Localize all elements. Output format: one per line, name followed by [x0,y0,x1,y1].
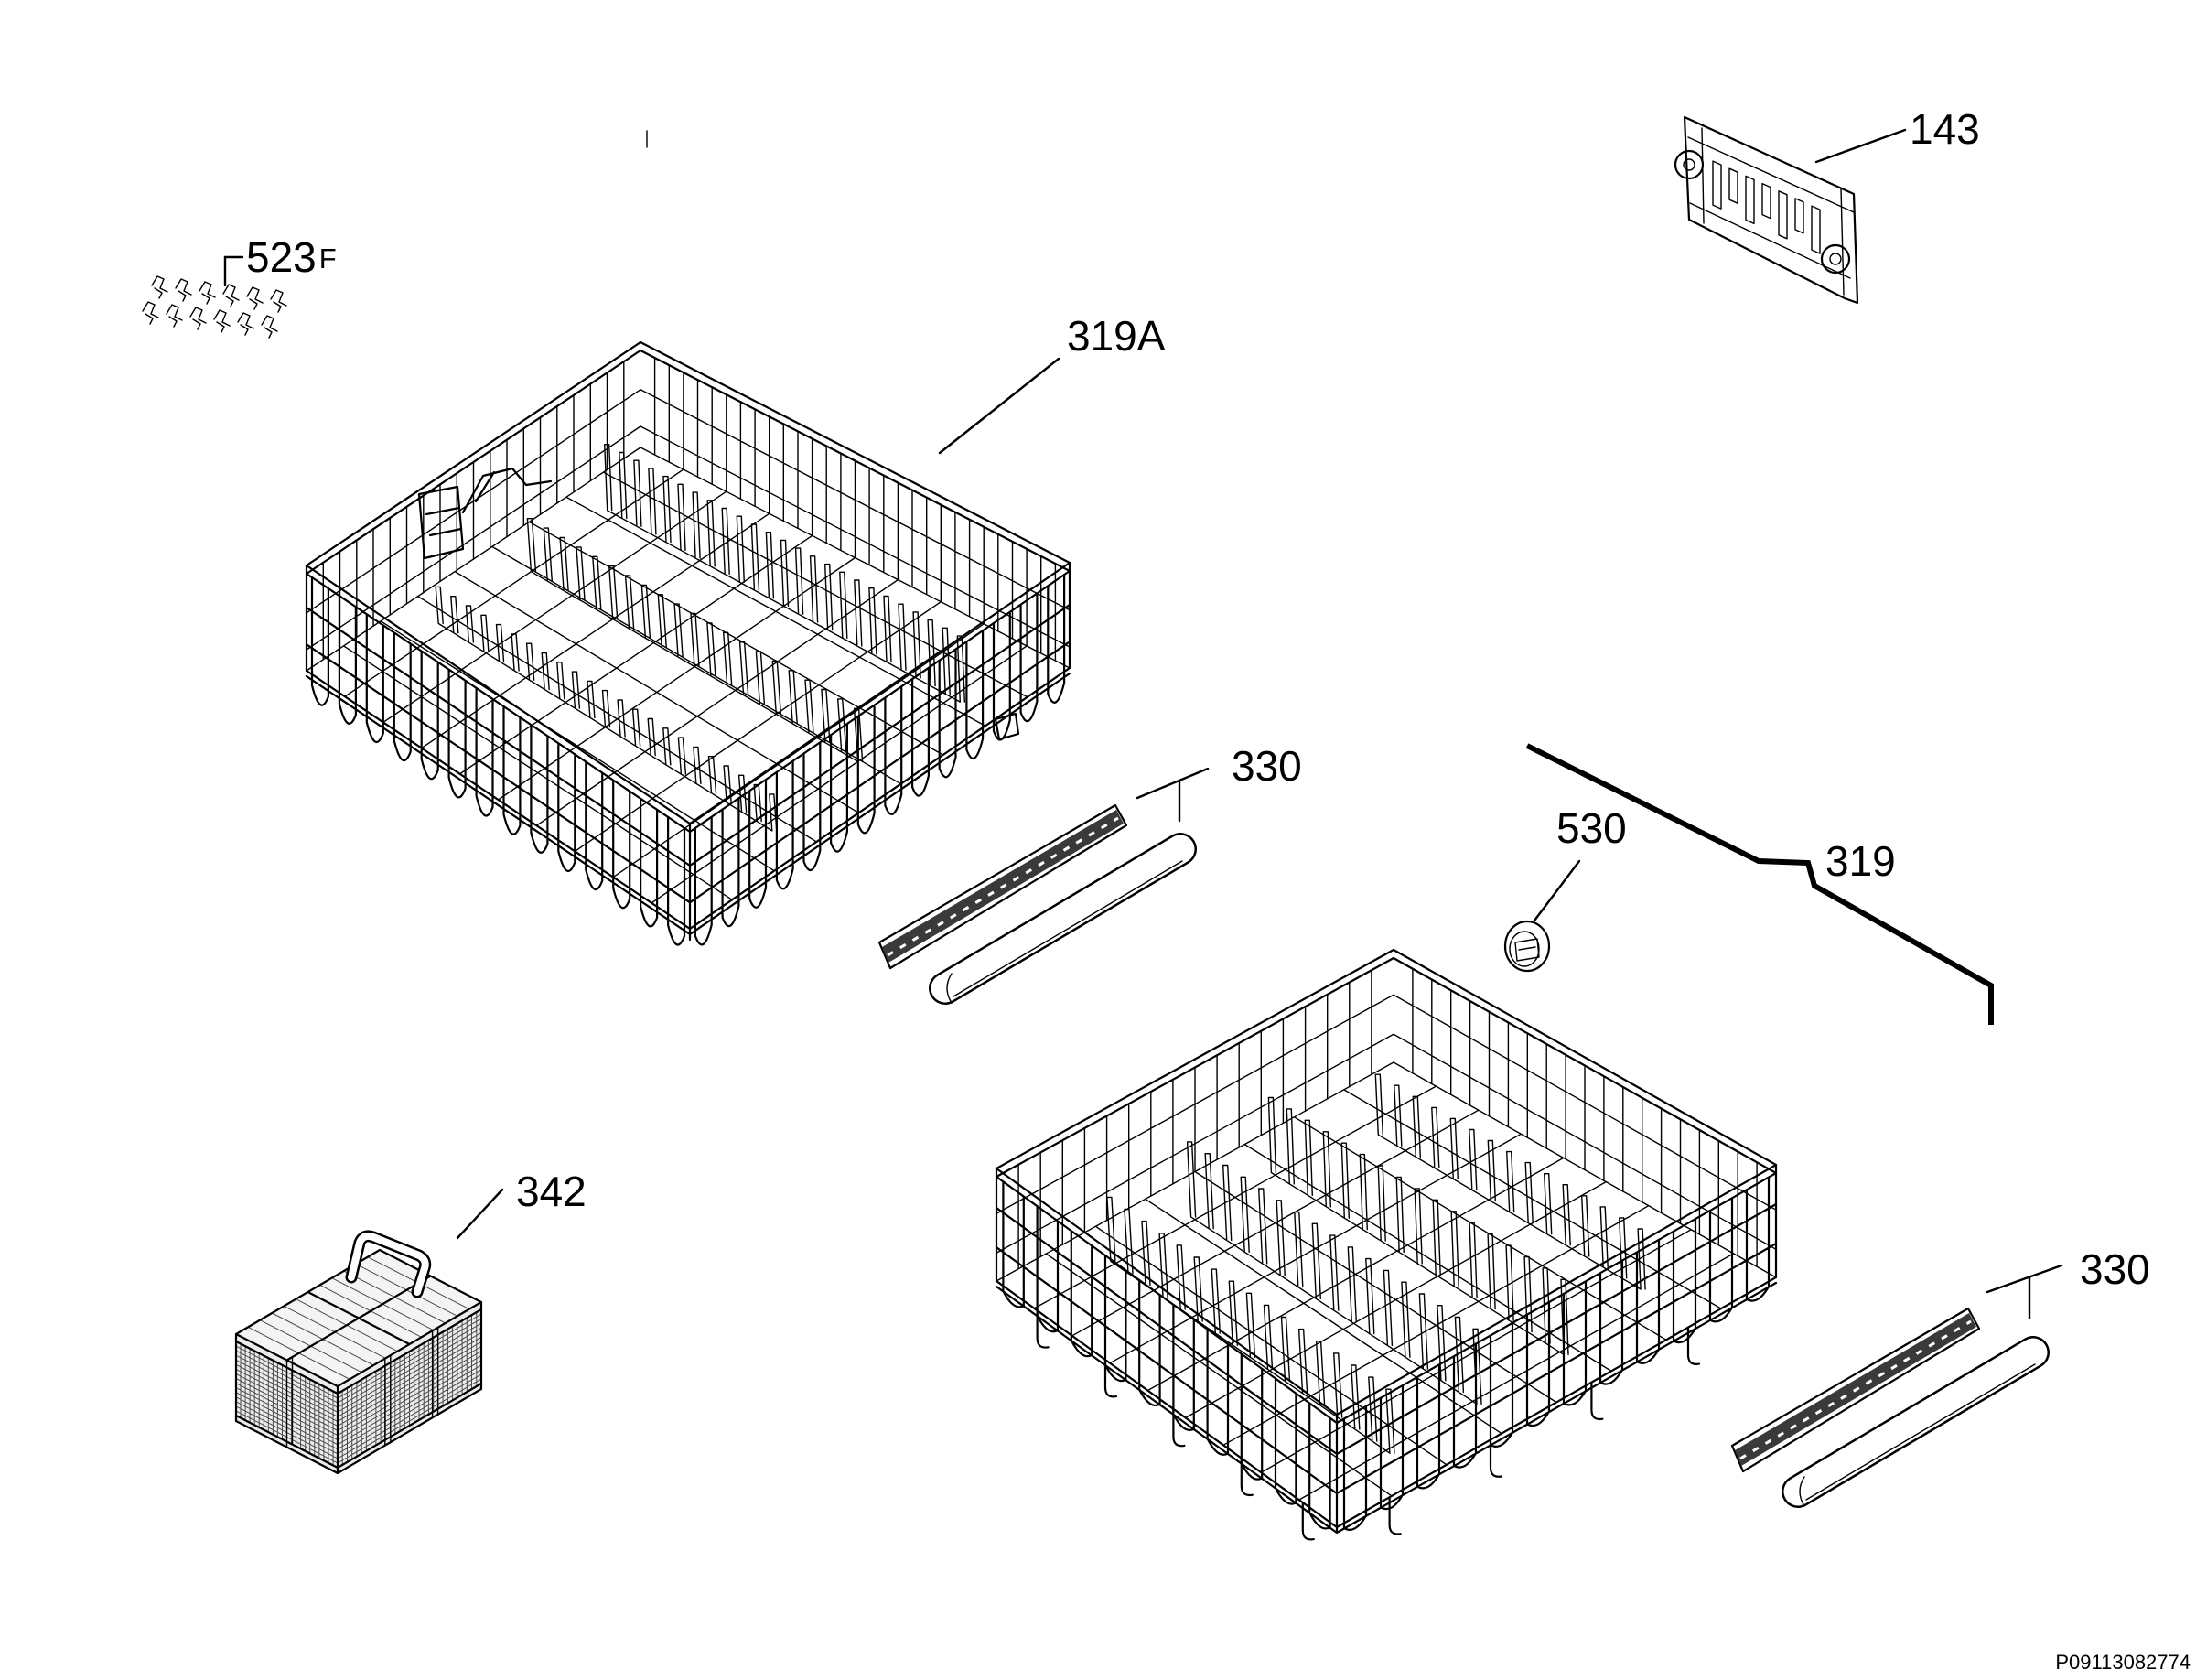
upper-rail-body [877,803,1128,970]
upper-tube-highlight [946,860,1183,1004]
upper-basket-adjuster [417,485,465,560]
cutlery-handle [348,1232,429,1296]
upper-basket-front-wall [305,561,1071,946]
callout-530: 530 [1556,804,1627,852]
lower-basket-front-wall [995,1163,1778,1535]
part-143-details [1712,160,1821,254]
callout-330-upper: 330 [1232,742,1302,790]
part-530-wheel [1503,920,1551,973]
leader-330-upper [1136,767,1210,823]
lower-basket-rim [995,948,1778,1425]
leader-523f [223,255,244,287]
part-143-hub-right [1829,253,1842,265]
lower-basket-tines [1106,1073,1646,1454]
part-143-wheel-left [1674,149,1705,180]
lower-basket-hooks [1036,1309,1701,1541]
upper-basket-handle-wire [461,467,553,514]
leader-342 [456,1188,504,1240]
part-143-rail-bracket [1674,115,1859,305]
wheel-530-outer [1503,920,1551,973]
part-319a-upper-basket [305,340,1071,946]
part-330-lower-rails [1730,1307,2050,1508]
wheel-530-inner [1509,931,1540,967]
callout-330-lower: 330 [2080,1245,2150,1293]
part-143-edges [1687,127,1855,296]
lower-tube-highlight [1799,1363,2036,1507]
callout-523f: 523F [246,233,337,281]
leader-530 [1533,859,1581,922]
callout-523f-suffix: F [319,242,337,275]
part-330-upper-rails [877,803,1197,1005]
lower-rail-pattern [1739,1319,1972,1460]
part-143-outline [1683,115,1859,305]
wheel-530-hub [1514,938,1540,962]
part-342-cutlery-basket [234,1230,483,1475]
callout-319a: 319A [1067,312,1166,360]
leader-319 [1525,743,1994,1025]
cutlery-basket-outline [234,1248,483,1475]
part-523f-clips [142,275,287,339]
cutlery-basket-posts [285,1327,439,1448]
callout-319: 319 [1825,837,1896,885]
upper-basket-clip [994,712,1020,741]
lower-rail-body [1730,1307,1981,1473]
upper-basket-floor [306,447,1071,904]
upper-basket-rim [305,340,1071,834]
callout-342: 342 [516,1168,587,1215]
drawing-number: P09113082774 [2055,1651,2191,1674]
clips-523f-shapes [142,275,287,339]
lower-tube-body [1783,1338,2048,1506]
upper-basket-tines [435,444,965,832]
part-319-lower-basket [995,948,1778,1541]
leader-143 [1814,128,1907,164]
upper-rail-pattern [887,816,1119,957]
part-143-hub-left [1683,158,1695,171]
leader-330-lower [1986,1264,2063,1320]
callout-523f-number: 523 [246,233,317,281]
part-143-wheel-right [1820,243,1851,275]
upper-tube-body [931,835,1195,1003]
upper-basket-back-wall [306,358,1071,662]
leader-319a [938,357,1060,455]
lower-basket-back-wall [996,969,1777,1270]
callout-143: 143 [1910,105,1980,153]
